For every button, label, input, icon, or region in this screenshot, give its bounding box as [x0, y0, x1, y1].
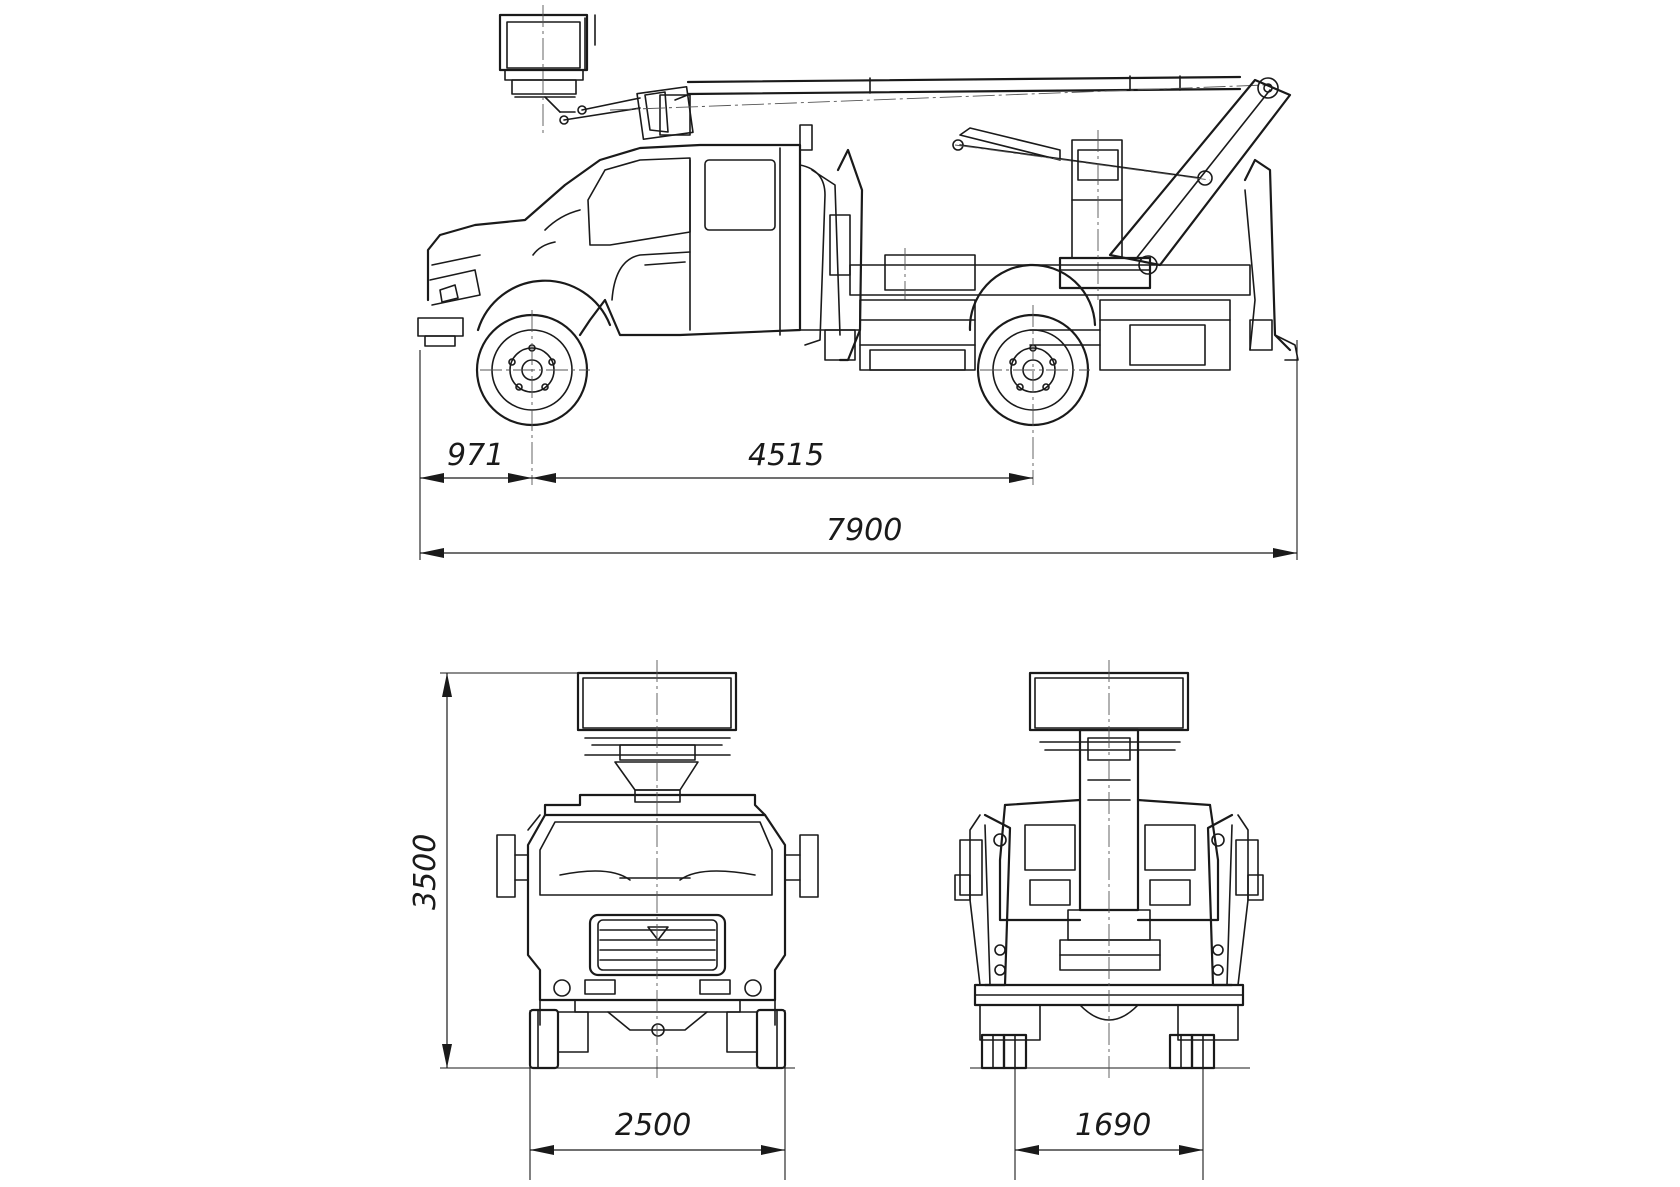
side-view [417, 5, 1299, 560]
front-cab [496, 793, 819, 1037]
side-front-wheel [475, 279, 612, 427]
front-view [440, 660, 819, 1180]
front-left-wheel [528, 1008, 560, 1070]
side-rear-outrigger [1243, 158, 1299, 361]
rear-view [954, 660, 1264, 1180]
dim-label-wheelbase: 4515 [748, 438, 824, 473]
dimension-overall-length: 7900 [420, 513, 1297, 558]
dim-label-front-overhang: 971 [447, 438, 504, 473]
dimension-wheelbase: 4515 [532, 438, 1033, 483]
side-cab [417, 124, 851, 347]
dimension-rear-track: 1690 [1015, 1108, 1203, 1155]
side-boom [609, 75, 1279, 141]
rear-cab [998, 798, 1220, 922]
dimension-overall-width: 2500 [530, 1108, 785, 1155]
side-turret [1058, 130, 1152, 300]
side-front-outrigger [824, 148, 864, 362]
front-right-wheel [755, 1008, 787, 1070]
dim-label-overall-length: 7900 [826, 513, 902, 548]
dim-label-overall-height: 3500 [408, 834, 443, 910]
dimension-overall-height: 3500 [408, 673, 452, 1068]
dim-label-overall-width: 2500 [615, 1108, 691, 1143]
dimension-front-overhang: 971 [420, 438, 532, 483]
side-basket [498, 5, 641, 135]
dim-label-rear-track: 1690 [1075, 1108, 1151, 1143]
